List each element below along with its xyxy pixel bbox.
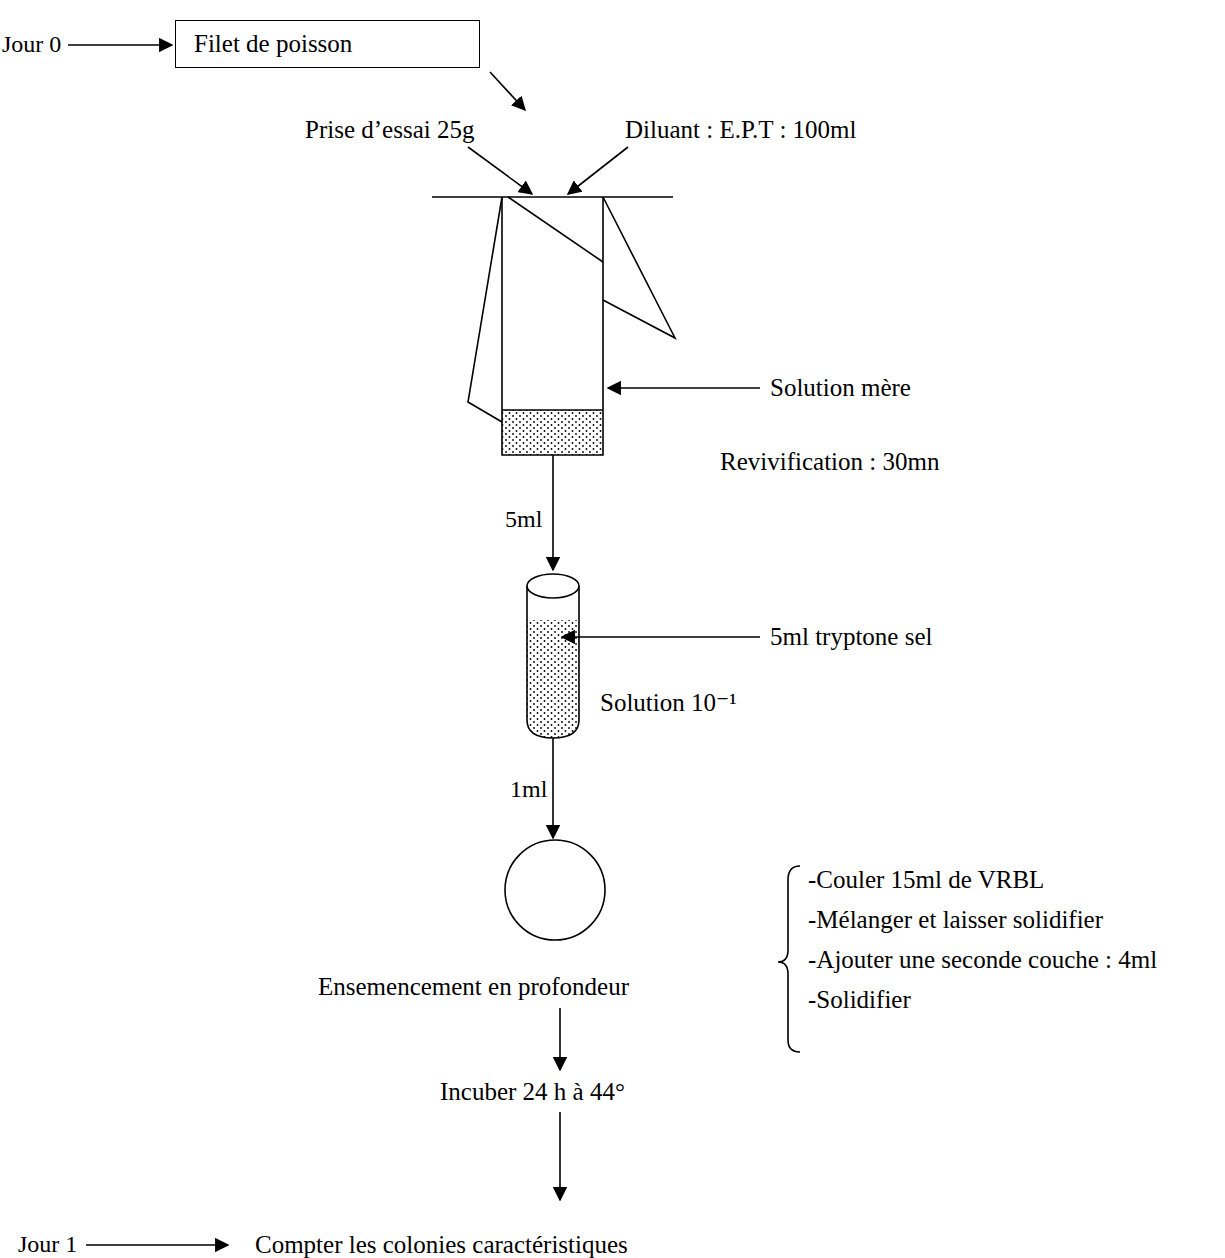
pointer-arrow [608, 387, 760, 389]
flow-arrow [468, 147, 532, 194]
list-item: -Mélanger et laisser solidifier [808, 906, 1103, 935]
flow-arrow [490, 72, 525, 110]
callout-label: 5ml tryptone sel [770, 623, 932, 652]
callout-label: Solution mère [770, 374, 911, 403]
transfer-arrow [552, 455, 554, 570]
transfer-arrow [552, 738, 554, 838]
flow-arrow [559, 1008, 561, 1070]
step-label: Prise d’essai 25g [305, 116, 474, 145]
day-label: Jour 0 [2, 31, 61, 59]
day-arrow [68, 44, 172, 46]
bracket [778, 866, 800, 1052]
day-label: Jour 1 [18, 1231, 77, 1258]
petri-dish [505, 840, 605, 940]
list-item: -Couler 15ml de VRBL [808, 866, 1044, 895]
stomacher-bag [432, 197, 675, 455]
step-label: Ensemencement en profondeur [318, 973, 629, 1002]
callout-label: Solution 10⁻¹ [600, 689, 737, 718]
note-label: Revivification : 30mn [720, 448, 939, 477]
step-label: Incuber 24 h à 44° [440, 1078, 625, 1107]
pointer-arrow [562, 636, 760, 638]
flow-arrow [559, 1112, 561, 1200]
process-box: Filet de poisson [175, 20, 480, 68]
list-item: -Solidifier [808, 986, 911, 1015]
list-item: -Ajouter une seconde couche : 4ml [808, 946, 1157, 975]
flow-arrow [568, 147, 628, 194]
box-text: Filet de poisson [176, 30, 370, 58]
volume-label: 1ml [510, 776, 547, 804]
test-tube [527, 574, 579, 738]
step-label: Diluant : E.P.T : 100ml [625, 116, 857, 145]
step-label: Compter les colonies caractéristiques [255, 1231, 628, 1258]
volume-label: 5ml [505, 506, 542, 534]
day-arrow [86, 1244, 228, 1246]
